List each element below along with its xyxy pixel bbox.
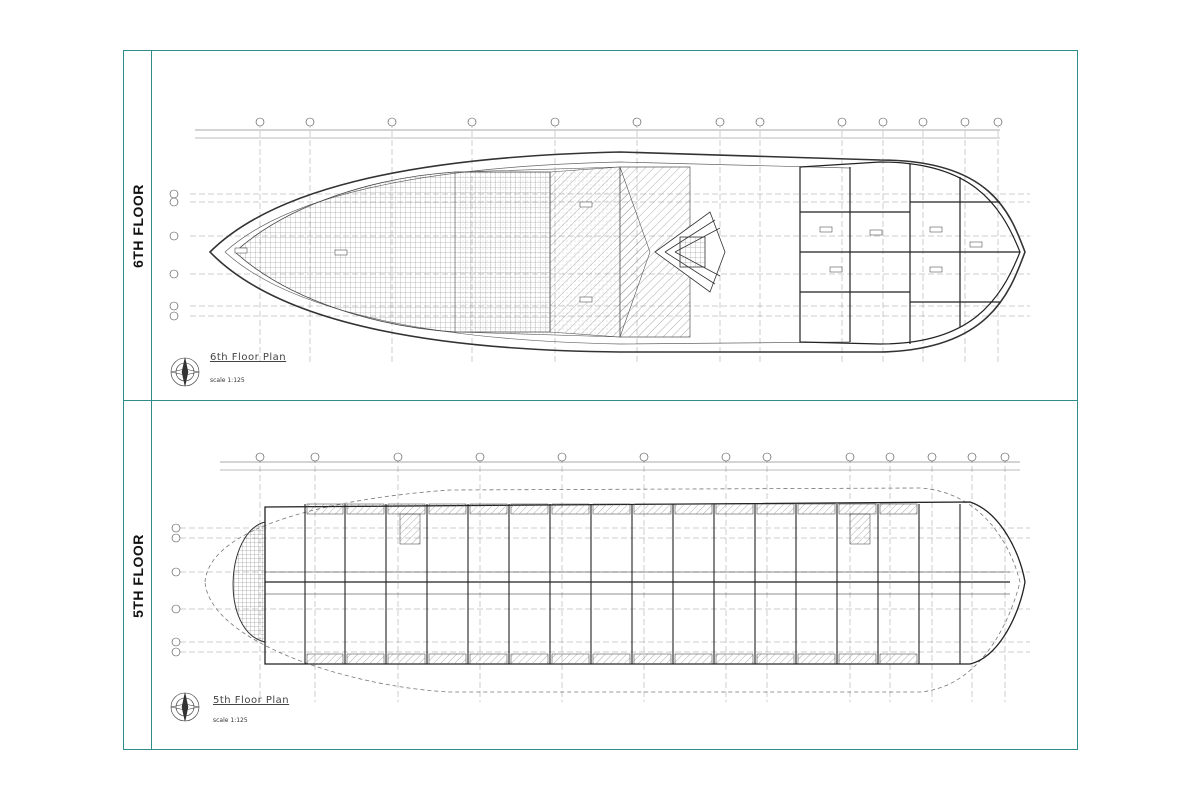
plan-title: 5th Floor Plan [213,695,290,706]
bow-terrace [232,521,266,643]
floor-plan-6th [169,117,1030,387]
grid-bubbles [169,117,1003,321]
hull-outline [208,151,1026,353]
grid-axes [180,457,1030,702]
plan-title: 6th Floor Plan [210,352,287,363]
floor-plan-5th [170,452,1030,722]
cabin-dividers [304,504,961,664]
north-arrow-icon [170,692,200,722]
hull-outline [204,487,1021,693]
balcony-hatches [306,503,918,665]
grid-bubbles [171,452,1010,657]
plan-scale: scale 1:125 [213,717,248,724]
room-tags [234,201,983,303]
cabin-block [264,501,1026,665]
floor-label-text: 5TH FLOOR [130,534,146,618]
amphitheater [654,211,726,293]
floor-label-text: 6TH FLOOR [130,184,146,268]
service-block [799,161,1021,345]
drawing-sheet: 6TH FLOOR 5TH FLOOR [123,50,1078,750]
north-arrow-icon [170,357,200,387]
plan-scale: scale 1:125 [210,377,245,384]
sheet-divider [124,400,1077,401]
stair-core [399,513,871,545]
